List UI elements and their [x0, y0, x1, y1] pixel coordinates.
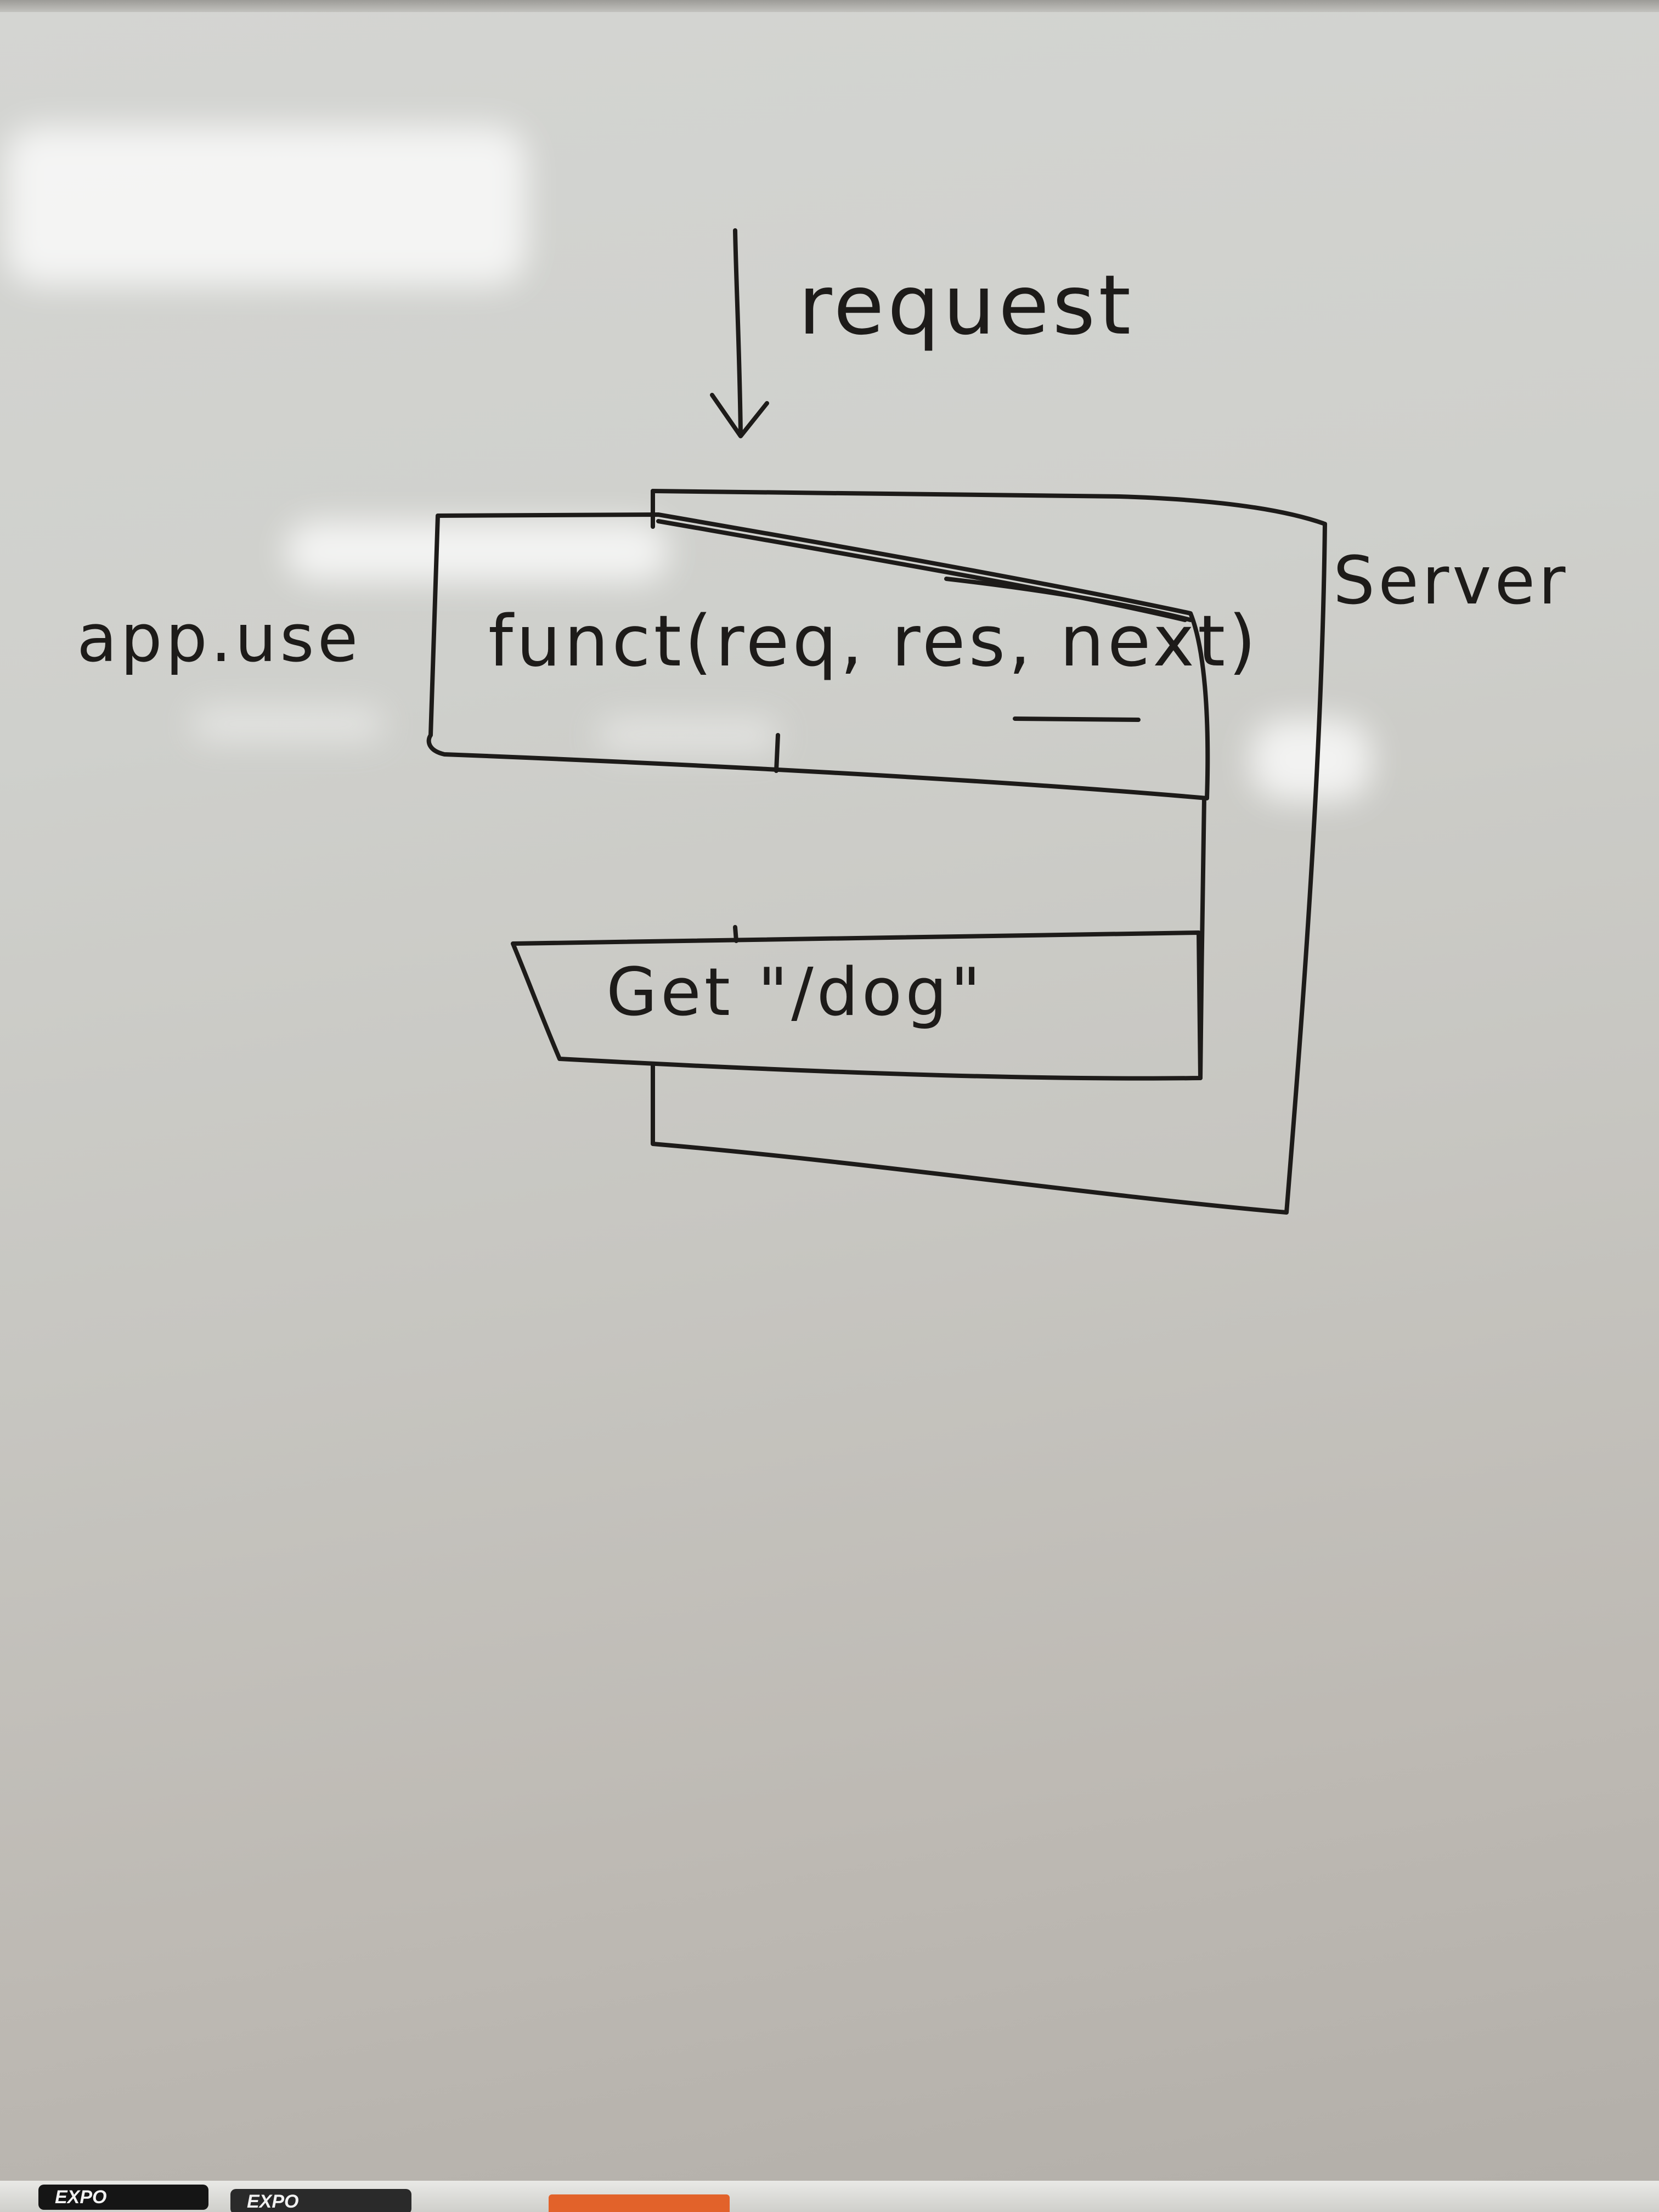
- marker[interactable]: EXPO: [230, 2189, 411, 2212]
- middleware-tick: [774, 733, 780, 773]
- app-use-label: app.use: [77, 601, 362, 677]
- route-tick: [733, 925, 738, 943]
- route-label: Get "/dog": [606, 955, 984, 1031]
- server-label: Server: [1333, 543, 1569, 619]
- light-glare: [5, 126, 527, 285]
- next-underline: [1013, 716, 1141, 722]
- route-box: [511, 930, 1203, 1081]
- light-glare: [1251, 719, 1372, 801]
- middleware-box: [426, 512, 1210, 800]
- request-label: request: [798, 258, 1135, 353]
- middleware-function-label: funct(req, res, next): [488, 601, 1260, 682]
- light-glare: [192, 708, 384, 741]
- marker[interactable]: EXPO: [38, 2185, 208, 2210]
- marker-cap: [549, 2194, 730, 2212]
- light-glare: [285, 521, 669, 582]
- request-arrow-head: [710, 393, 769, 438]
- whiteboard-top-rail: [0, 0, 1659, 12]
- request-arrow-shaft: [733, 228, 743, 436]
- server-box: [651, 489, 1327, 1215]
- light-glare: [598, 719, 779, 752]
- middleware-box-fold: [944, 577, 1193, 622]
